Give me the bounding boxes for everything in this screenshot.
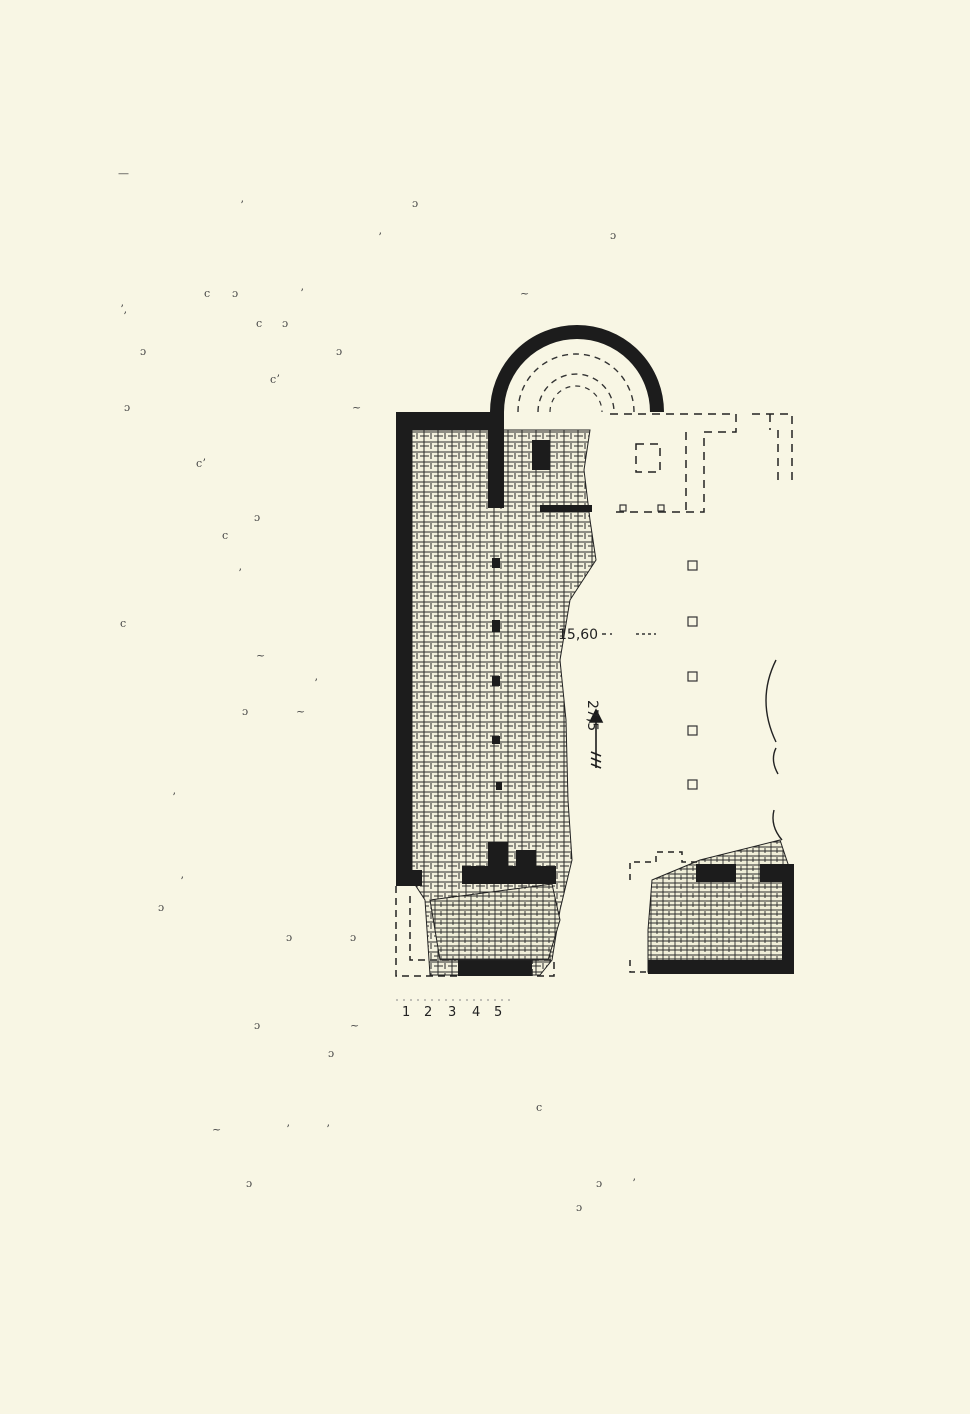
inner-basin	[532, 440, 550, 470]
scale-bar: 1 2 3 4 5	[396, 999, 510, 1020]
scale-number: 3	[448, 1005, 456, 1020]
right-dashed-outline	[610, 413, 793, 513]
apse	[490, 325, 664, 413]
scale-number: 5	[494, 1005, 502, 1020]
column-bases	[619, 504, 698, 790]
scale-number: 4	[472, 1005, 480, 1020]
left-paving-area	[411, 429, 597, 976]
lower-paving	[429, 883, 561, 961]
bearing-label: 27,5	[584, 700, 600, 731]
scale-number: 2	[424, 1005, 432, 1020]
scale-number: 1	[402, 1005, 410, 1020]
width-measure-label: 15,60	[558, 627, 598, 643]
right-curve	[765, 659, 783, 841]
lower-left-dashed-outline	[395, 886, 555, 977]
right-lower-room	[629, 839, 794, 974]
north-arrow	[588, 708, 604, 769]
